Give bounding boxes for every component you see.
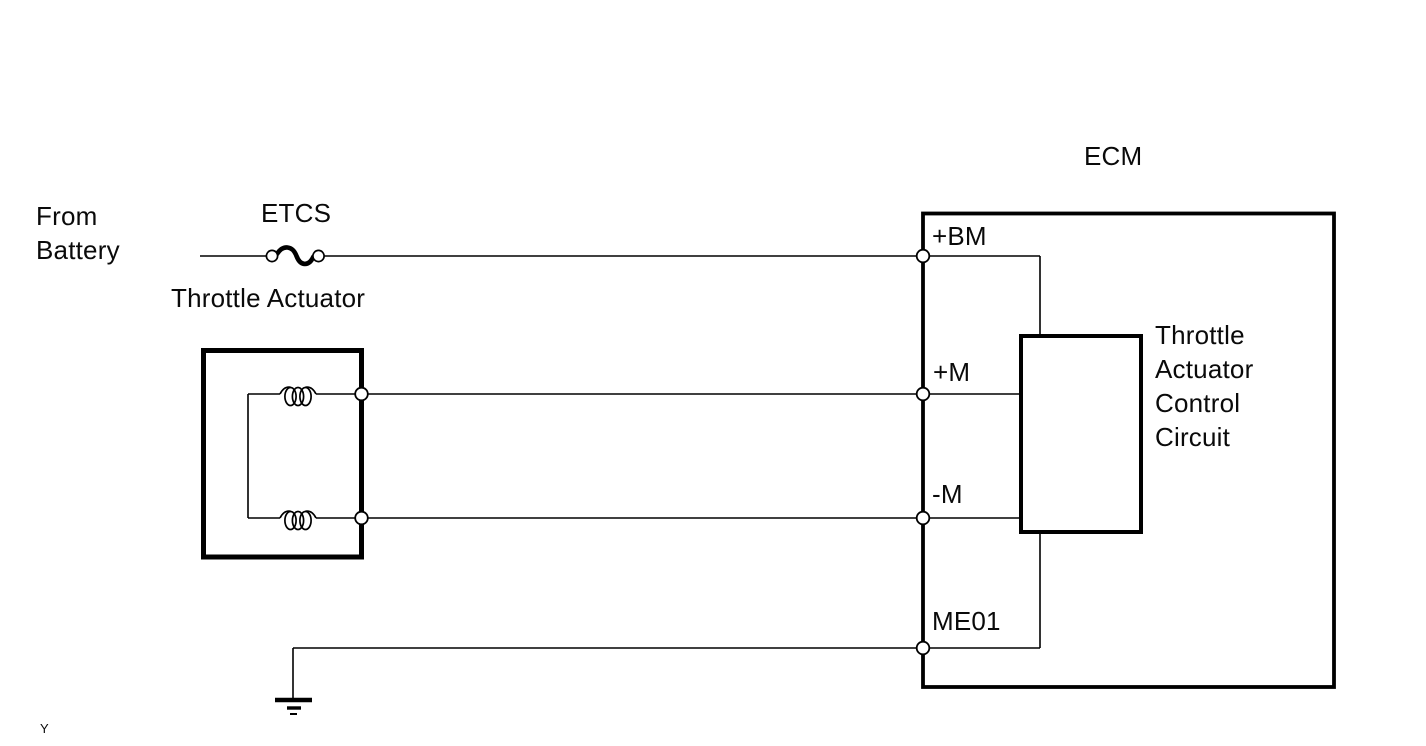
coil-icon bbox=[279, 386, 317, 407]
etcs-fuse-label: ETCS bbox=[261, 198, 332, 228]
page-marker: Y bbox=[40, 721, 49, 736]
me01-wire bbox=[293, 532, 1041, 649]
terminal-dot-m-minus bbox=[915, 510, 931, 526]
coil-icon bbox=[279, 510, 317, 531]
terminal-dot-actuator-minus bbox=[354, 510, 369, 526]
terminal-dot-actuator-plus bbox=[354, 386, 369, 402]
ecm-box bbox=[921, 211, 1336, 689]
ground-icon bbox=[275, 648, 312, 715]
terminal-label-m-plus: +M bbox=[933, 357, 971, 387]
terminal-label-bm: +BM bbox=[932, 221, 987, 251]
control-circuit-label: Throttle Actuator Control Circuit bbox=[1155, 320, 1254, 452]
terminal-dot-bm bbox=[915, 248, 931, 264]
terminal-dot-me01 bbox=[915, 640, 931, 656]
from-battery-label: From Battery bbox=[36, 201, 120, 265]
throttle-actuator-box bbox=[201, 348, 364, 560]
throttle-actuator-label: Throttle Actuator bbox=[171, 283, 366, 313]
ecm-title: ECM bbox=[1084, 141, 1143, 171]
fuse-icon bbox=[265, 245, 325, 267]
terminal-dots bbox=[354, 248, 931, 656]
terminal-label-m-minus: -M bbox=[932, 479, 963, 509]
terminal-label-me01: ME01 bbox=[932, 606, 1001, 636]
actuator-winding-circuit bbox=[247, 393, 1021, 519]
control-circuit-box bbox=[1019, 334, 1143, 534]
terminal-dot-m-plus bbox=[915, 386, 931, 402]
